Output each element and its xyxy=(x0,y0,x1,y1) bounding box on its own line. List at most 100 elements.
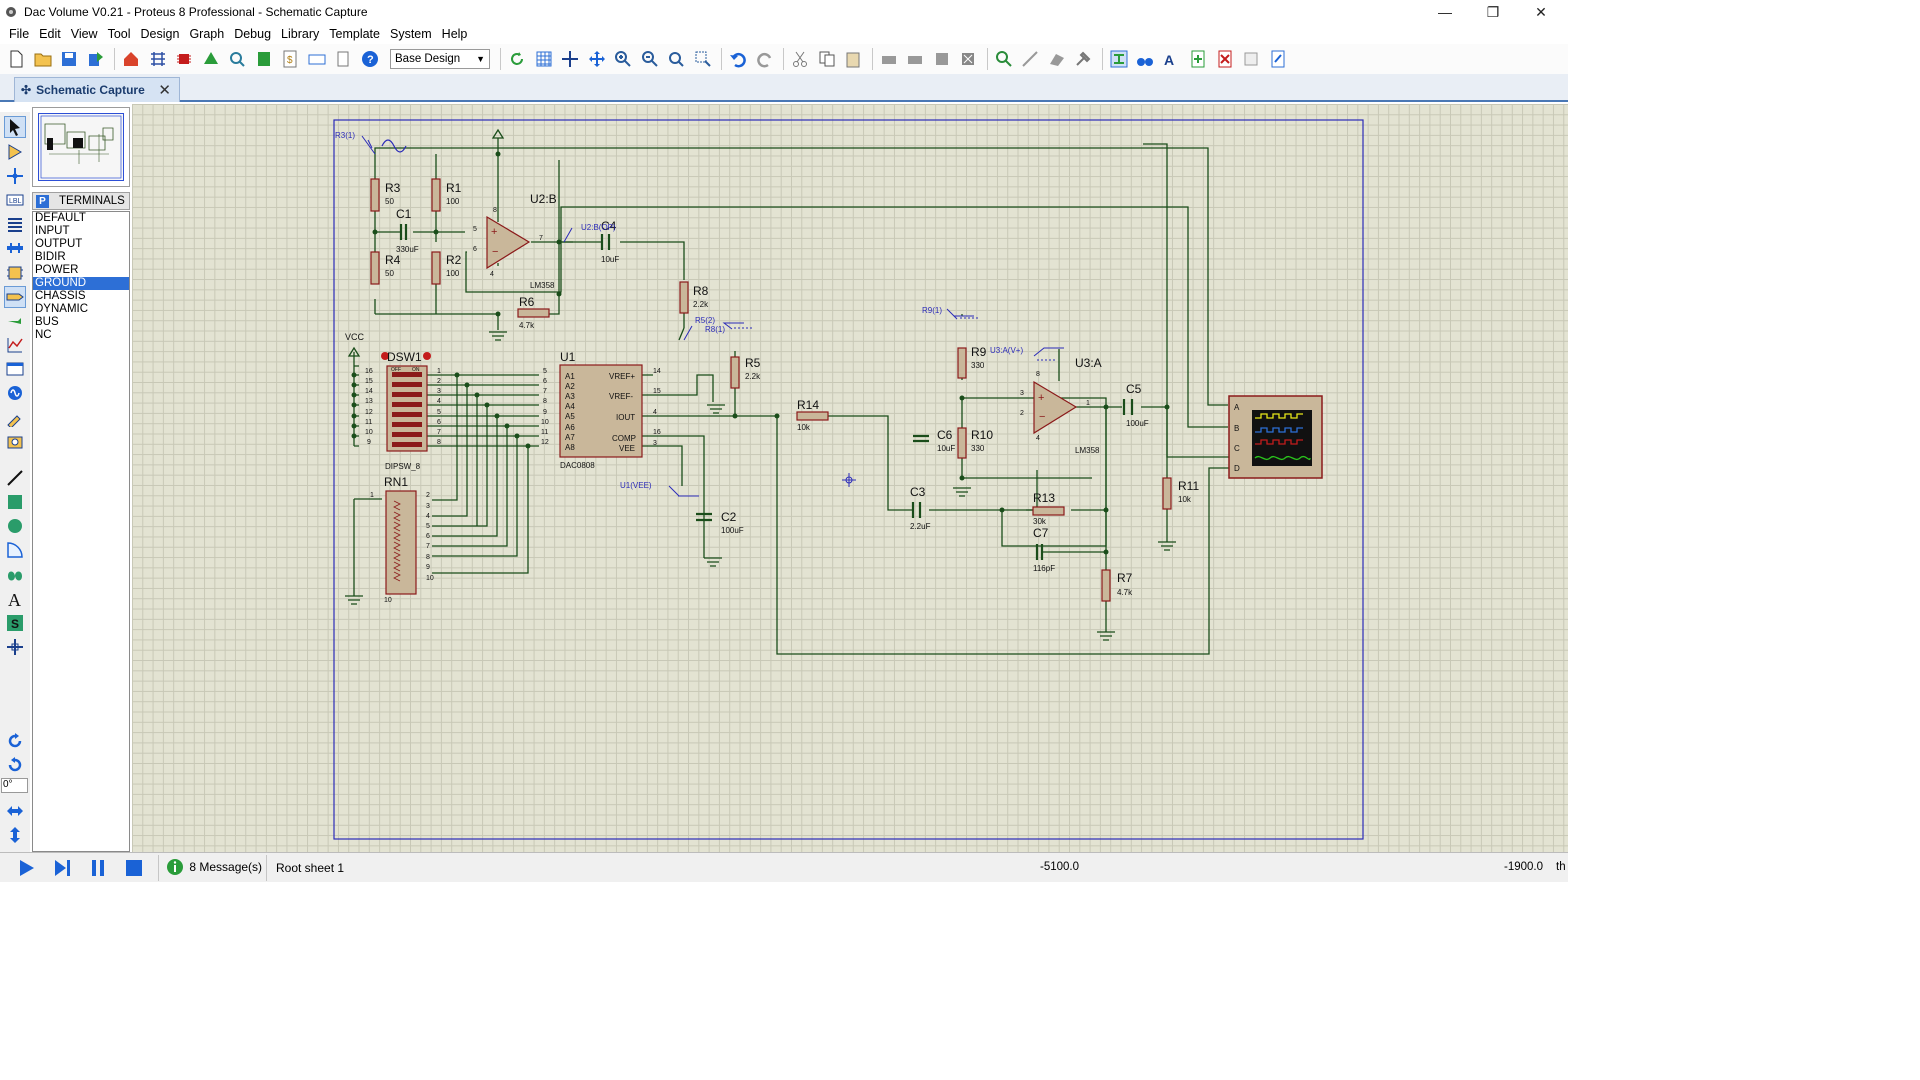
rotate-clockwise-button[interactable] xyxy=(4,730,26,752)
menu-design[interactable]: Design xyxy=(140,27,180,41)
help-button[interactable]: ? xyxy=(358,47,382,71)
packaging-button[interactable] xyxy=(1045,47,1069,71)
copy-button[interactable] xyxy=(815,47,839,71)
notes-button[interactable] xyxy=(331,47,355,71)
run-simulation-button[interactable] xyxy=(14,858,38,878)
overview-window[interactable] xyxy=(32,107,130,187)
component-mode-button[interactable] xyxy=(4,141,26,163)
subcircuit-mode-button[interactable] xyxy=(4,262,26,284)
menu-view[interactable]: View xyxy=(70,27,98,41)
block-rotate-button[interactable] xyxy=(930,47,954,71)
device-pins-mode-button[interactable] xyxy=(4,310,26,332)
close-button[interactable]: ✕ xyxy=(1535,3,1547,20)
wire-label-mode-button[interactable]: LBL xyxy=(4,189,26,211)
wire-autorouter-button[interactable] xyxy=(1107,47,1131,71)
redo-button[interactable] xyxy=(753,47,777,71)
menu-system[interactable]: System xyxy=(389,27,432,41)
menu-template[interactable]: Template xyxy=(329,27,380,41)
property-assignment-button[interactable]: A xyxy=(1160,47,1184,71)
overview-viewport[interactable] xyxy=(38,113,124,181)
step-simulation-button[interactable] xyxy=(50,858,74,878)
list-item[interactable]: DYNAMIC xyxy=(35,303,89,315)
list-item[interactable]: INPUT xyxy=(35,225,70,237)
undo-button[interactable] xyxy=(726,47,750,71)
terminals-mode-button[interactable] xyxy=(4,286,26,308)
pick-parts-button[interactable] xyxy=(992,47,1016,71)
schematic-canvas[interactable]: +− +− xyxy=(132,104,1568,852)
graph-mode-button[interactable] xyxy=(4,334,26,356)
virtual-instruments-mode-button[interactable] xyxy=(4,431,26,453)
messages-indicator[interactable]: 8 Message(s) xyxy=(166,858,262,876)
decompose-button[interactable] xyxy=(1071,47,1095,71)
refresh-button[interactable] xyxy=(505,47,529,71)
search-tag-button[interactable] xyxy=(1133,47,1157,71)
rotation-angle-field[interactable]: 0° xyxy=(1,778,28,793)
source-code-button[interactable] xyxy=(305,47,329,71)
minimize-button[interactable]: — xyxy=(1438,4,1452,20)
new-file-button[interactable] xyxy=(4,47,28,71)
list-item[interactable]: POWER xyxy=(35,264,79,276)
mirror-x-button[interactable] xyxy=(4,800,26,822)
list-item[interactable]: OUTPUT xyxy=(35,238,83,250)
save-button[interactable] xyxy=(57,47,81,71)
origin-button[interactable] xyxy=(558,47,582,71)
design-variant-select[interactable]: Base Design▼ xyxy=(390,49,490,69)
text-tool-button[interactable]: A xyxy=(4,588,26,610)
list-item[interactable]: NC xyxy=(35,329,52,341)
menu-tool[interactable]: Tool xyxy=(107,27,131,41)
zoom-all-button[interactable] xyxy=(664,47,688,71)
schematic-button[interactable] xyxy=(146,47,170,71)
netlist-button[interactable] xyxy=(1266,47,1290,71)
menu-debug[interactable]: Debug xyxy=(234,27,272,41)
pause-simulation-button[interactable] xyxy=(86,858,110,878)
list-item[interactable]: CHASSIS xyxy=(35,290,86,302)
menu-graph[interactable]: Graph xyxy=(189,27,225,41)
grid-toggle-button[interactable] xyxy=(532,47,556,71)
bom-button[interactable]: $ xyxy=(278,47,302,71)
arc-tool-button[interactable] xyxy=(4,539,26,561)
box-tool-button[interactable] xyxy=(4,491,26,513)
line-tool-button[interactable] xyxy=(4,467,26,489)
rotate-anticlockwise-button[interactable] xyxy=(4,754,26,776)
tape-recorder-mode-button[interactable] xyxy=(4,358,26,380)
block-delete-button[interactable] xyxy=(956,47,980,71)
pan-button[interactable] xyxy=(585,47,609,71)
list-item[interactable]: DEFAULT xyxy=(35,212,86,224)
symbol-tool-button[interactable]: S xyxy=(4,612,26,634)
menu-help[interactable]: Help xyxy=(441,27,468,41)
generator-mode-button[interactable] xyxy=(4,382,26,404)
pick-devices-button[interactable]: P xyxy=(36,194,49,208)
gerber-button[interactable] xyxy=(225,47,249,71)
marker-tool-button[interactable] xyxy=(4,636,26,658)
list-item[interactable]: BUS xyxy=(35,316,59,328)
close-tab-icon[interactable]: ✕ xyxy=(158,82,171,99)
stop-simulation-button[interactable] xyxy=(122,858,146,878)
mirror-y-button[interactable] xyxy=(4,824,26,846)
zoom-out-button[interactable] xyxy=(638,47,662,71)
voltage-probe-mode-button[interactable] xyxy=(4,407,26,429)
restore-button[interactable]: ❐ xyxy=(1486,3,1500,20)
remove-sheet-button[interactable] xyxy=(1213,47,1237,71)
block-copy-button[interactable] xyxy=(877,47,901,71)
open-button[interactable] xyxy=(31,47,55,71)
exit-parent-button[interactable] xyxy=(1239,47,1263,71)
zoom-in-button[interactable] xyxy=(611,47,635,71)
3d-view-button[interactable] xyxy=(199,47,223,71)
list-item[interactable]: BIDIR xyxy=(35,251,66,263)
zoom-area-button[interactable] xyxy=(691,47,715,71)
make-device-button[interactable] xyxy=(1018,47,1042,71)
list-item-selected[interactable]: GROUND xyxy=(33,277,129,290)
selection-mode-button[interactable] xyxy=(4,116,26,138)
cut-button[interactable] xyxy=(788,47,812,71)
paste-button[interactable] xyxy=(841,47,865,71)
pcb-button[interactable] xyxy=(172,47,196,71)
menu-library[interactable]: Library xyxy=(281,27,320,41)
design-explorer-button[interactable] xyxy=(252,47,276,71)
tab-schematic-capture[interactable]: ✣ Schematic Capture ✕ xyxy=(14,77,180,102)
menu-file[interactable]: File xyxy=(9,27,30,41)
import-button[interactable] xyxy=(84,47,108,71)
home-button[interactable] xyxy=(119,47,143,71)
junction-mode-button[interactable] xyxy=(4,165,26,187)
block-move-button[interactable] xyxy=(903,47,927,71)
new-sheet-button[interactable] xyxy=(1186,47,1210,71)
